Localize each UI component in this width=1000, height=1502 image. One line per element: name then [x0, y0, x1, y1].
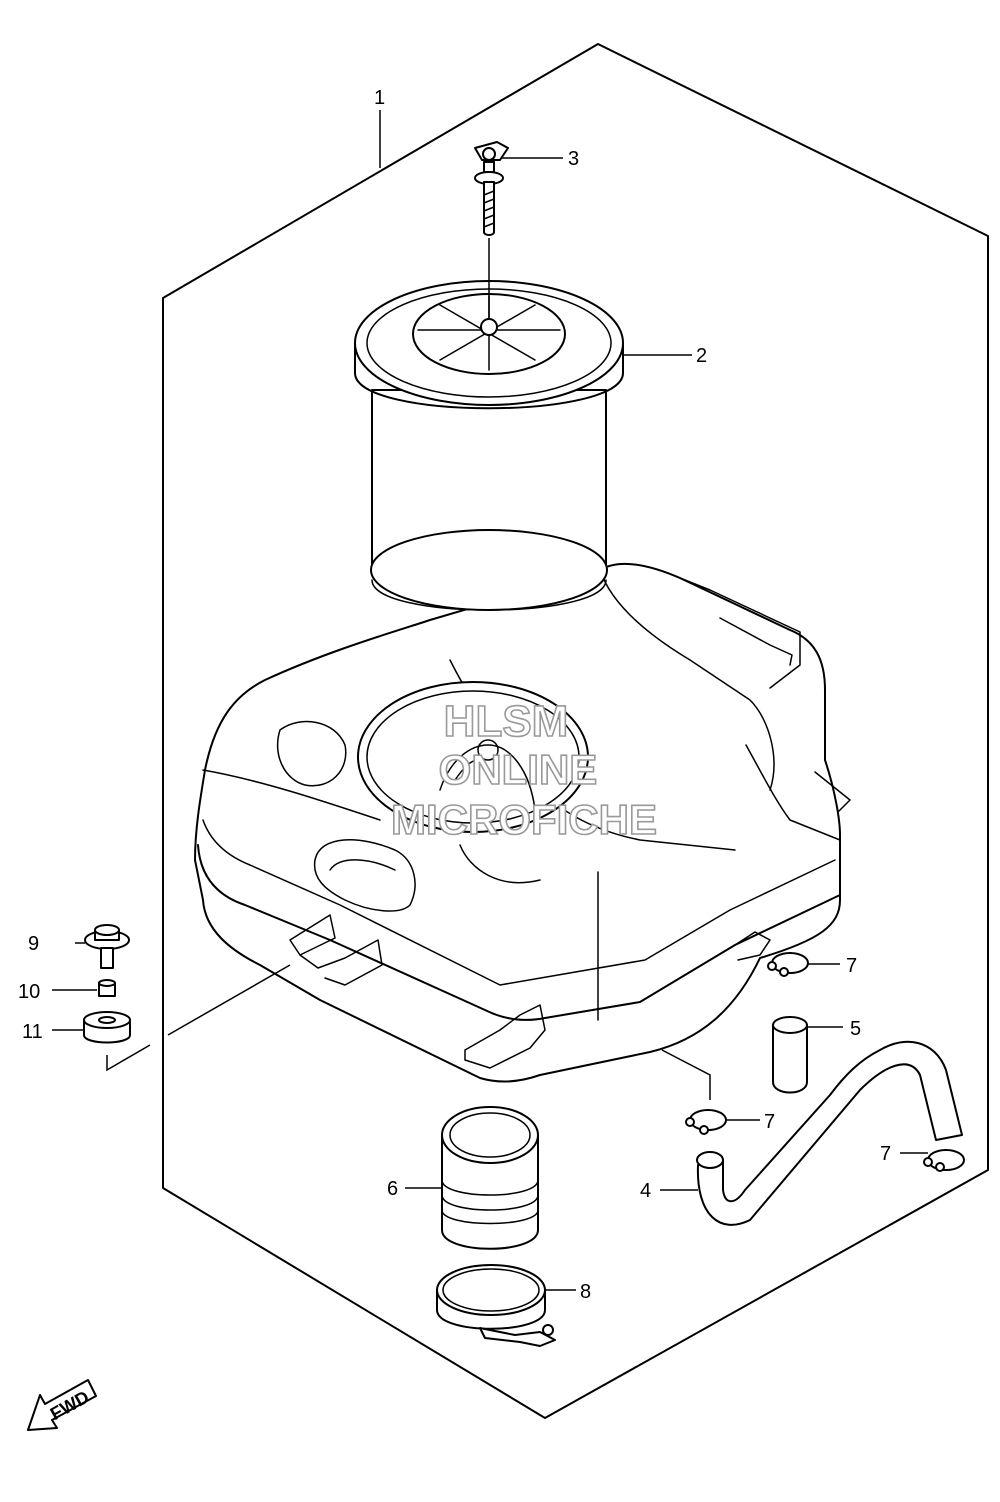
callout-6: 6: [387, 1178, 398, 1200]
watermark-line3: MICROFICHE: [391, 796, 657, 843]
callout-7-upper: 7: [846, 955, 857, 977]
watermark: HLSM ONLINE MICROFICHE: [390, 696, 658, 844]
drain-hose: [660, 1040, 963, 1226]
wing-bolt: [474, 141, 563, 236]
callout-11: 11: [22, 1021, 43, 1043]
callout-7-middle: 7: [764, 1111, 775, 1133]
callout-8: 8: [580, 1281, 591, 1303]
intake-tube: [405, 1106, 539, 1250]
filter-element: [354, 280, 692, 611]
fwd-arrow-icon: FWD: [27, 1379, 97, 1431]
hose-indicator-line: [661, 1049, 711, 1100]
assembly-outline: [162, 43, 989, 1419]
callout-10: 10: [18, 981, 40, 1003]
callout-4: 4: [640, 1180, 651, 1202]
callout-2: 2: [696, 345, 707, 367]
callout-5: 5: [850, 1018, 861, 1040]
clip-lower: [900, 1149, 965, 1172]
mounting-bolt: [75, 924, 130, 969]
hose-clamp: [436, 1264, 576, 1347]
callout-1: 1: [374, 87, 385, 109]
collar: [52, 979, 116, 997]
air-cleaner-case: [194, 562, 851, 1083]
callout-7-lower: 7: [880, 1143, 891, 1165]
clip-upper: [767, 952, 840, 977]
callout-9: 9: [28, 933, 39, 955]
mount-indicator-line: [106, 964, 291, 1072]
clip-middle: [685, 1109, 760, 1135]
watermark-line1: HLSM: [444, 697, 569, 746]
callout-3: 3: [568, 148, 579, 170]
short-hose: [772, 1016, 843, 1094]
watermark-line2: ONLINE: [439, 746, 598, 793]
grommet: [52, 1011, 131, 1044]
